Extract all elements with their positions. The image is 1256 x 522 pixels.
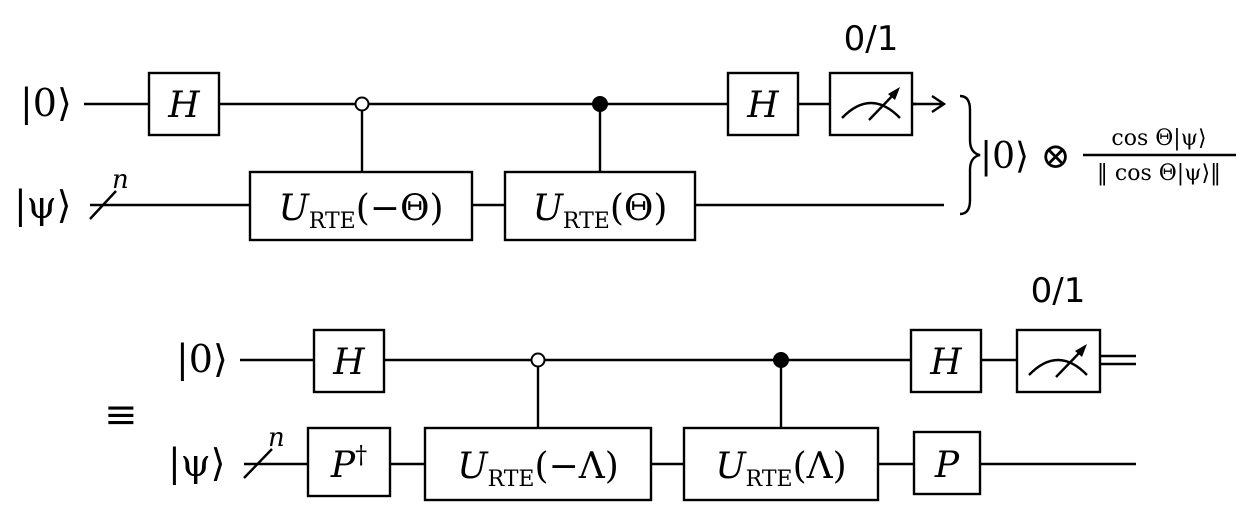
top-fraction-denominator: ‖ cos Θ|ψ⟩‖ xyxy=(1097,161,1221,186)
top-filled-control xyxy=(592,96,608,112)
equivalence-symbol: ≡ xyxy=(104,392,138,438)
bottom-p-dagger-gate xyxy=(306,426,392,498)
top-fraction-numerator: cos Θ|ψ⟩ xyxy=(1111,126,1206,151)
top-n-label: n xyxy=(112,165,129,195)
bottom-filled-control xyxy=(773,352,789,368)
bottom-ket-zero: |0⟩ xyxy=(176,337,228,381)
bottom-measure-result: 0/1 xyxy=(1031,271,1086,311)
top-h-gate-2-label: H xyxy=(746,85,779,126)
top-open-control xyxy=(354,96,370,112)
bottom-measurement-gate xyxy=(1015,328,1102,394)
top-output-state: |0⟩ ⊗ xyxy=(980,136,1071,177)
bottom-meter-icon xyxy=(1028,344,1088,378)
bottom-h-gate-2 xyxy=(909,328,983,394)
top-h-gate-2 xyxy=(726,71,800,137)
bottom-u-rte-neg-lambda-label: URTE(−Λ) xyxy=(457,446,619,492)
top-u-rte-neg-theta-gate xyxy=(248,170,474,242)
top-h-gate-1-label: H xyxy=(167,85,200,126)
bottom-p-gate-label: P xyxy=(934,445,960,486)
bottom-register-slash xyxy=(243,448,273,479)
top-meter-icon xyxy=(841,87,901,121)
top-u-rte-theta-gate xyxy=(503,170,697,242)
bottom-p-gate xyxy=(912,430,982,496)
bottom-n-label: n xyxy=(268,423,285,453)
bottom-u-rte-neg-lambda-gate xyxy=(423,426,653,502)
top-circuit: |0⟩ |ψ⟩ n H URTE(−Θ) URTE(Θ) H xyxy=(14,19,1236,242)
bottom-h-gate-1 xyxy=(312,328,386,394)
top-measure-arrow-head xyxy=(931,95,947,113)
bottom-circuit: |0⟩ |ψ⟩ n H P† URTE(−Λ) URTE(Λ) P xyxy=(168,271,1136,502)
top-u-rte-theta-label: URTE(Θ) xyxy=(533,188,668,234)
bottom-u-rte-lambda-label: URTE(Λ) xyxy=(715,446,846,492)
bottom-u-rte-lambda-gate xyxy=(682,426,880,502)
bottom-p-dagger-label: P† xyxy=(330,441,367,486)
top-ket-psi: |ψ⟩ xyxy=(14,183,71,227)
bottom-open-control xyxy=(530,352,546,368)
top-h-gate-1 xyxy=(147,71,221,137)
top-ket-zero: |0⟩ xyxy=(20,81,72,125)
bottom-h-gate-2-label: H xyxy=(929,342,962,383)
bottom-h-gate-1-label: H xyxy=(332,342,365,383)
top-register-slash xyxy=(89,190,117,220)
top-output-brace xyxy=(959,94,981,216)
top-measure-result: 0/1 xyxy=(844,19,899,59)
bottom-ket-psi: |ψ⟩ xyxy=(168,441,225,485)
top-u-rte-neg-theta-label: URTE(−Θ) xyxy=(278,188,443,234)
